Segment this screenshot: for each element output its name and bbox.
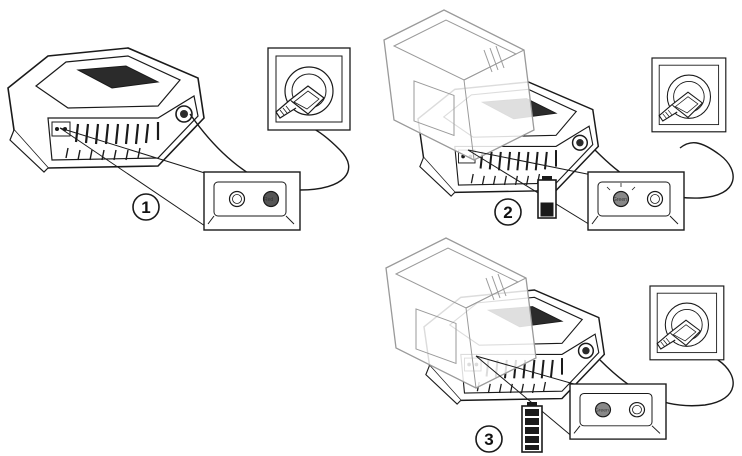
led-label-red: Red [264,197,273,203]
step-number-2: 2 [495,199,521,225]
wall-socket-icon [268,48,350,130]
wall-socket-icon [652,58,726,132]
step-2-group: Green 2 [384,10,733,230]
battery-pack-icon [386,238,536,388]
svg-text:2: 2 [503,203,512,222]
battery-level-icon [522,402,542,452]
battery-level-icon [538,176,556,218]
svg-text:1: 1 [141,198,150,217]
step-3-group: Green 3 [386,238,733,452]
led-label-green: Green [595,408,609,414]
charger-icon [8,48,204,172]
step-1-group: Red 1 [8,48,350,230]
led-detail-box: Red [204,172,300,230]
svg-text:3: 3 [484,430,493,449]
wall-socket-icon [650,286,724,360]
battery-pack-icon [384,10,534,160]
led-label-green: Green [613,197,627,203]
led-detail-box: Green [588,172,684,230]
led-detail-box: Green [570,384,666,439]
step-number-3: 3 [476,426,502,452]
step-number-1: 1 [133,194,159,220]
